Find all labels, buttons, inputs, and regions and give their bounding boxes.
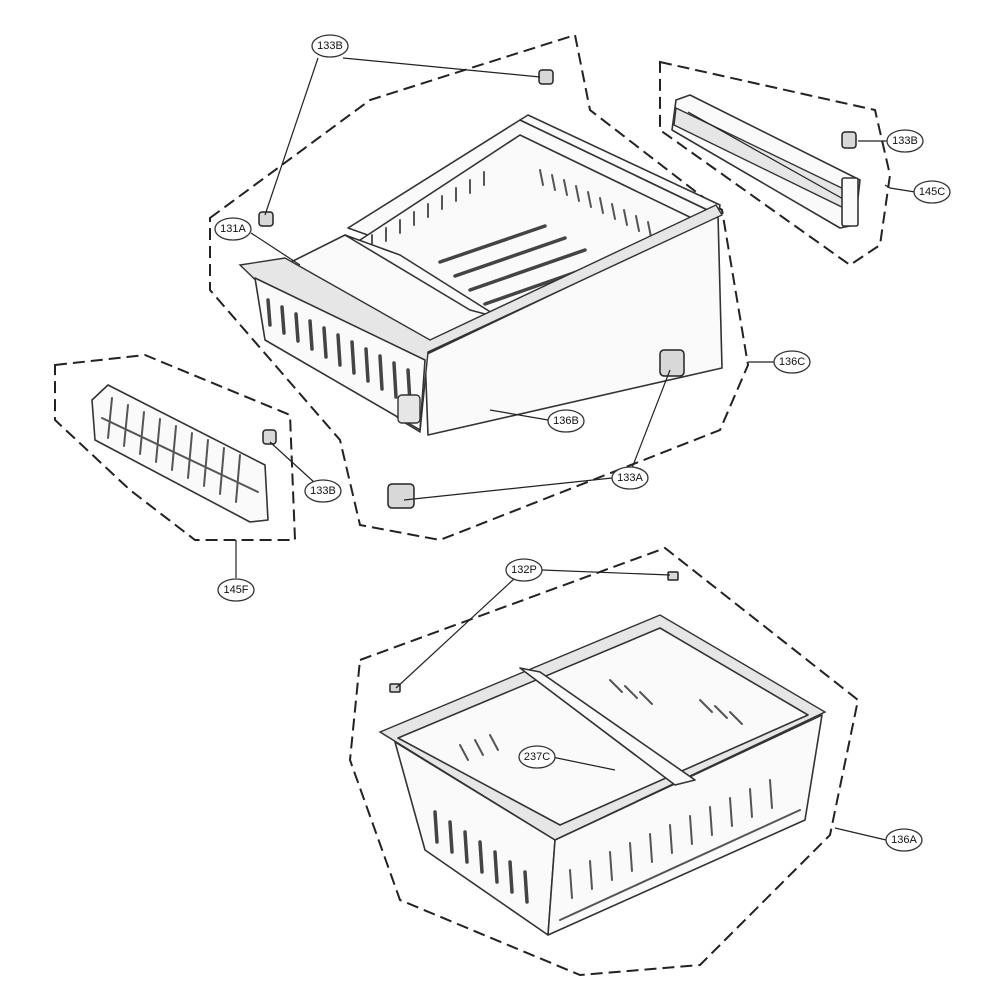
callout-132P: 132P (505, 558, 543, 582)
clip-133B-top (258, 69, 554, 227)
svg-text:133B: 133B (892, 135, 918, 147)
callout-133B-left: 133B (304, 479, 342, 503)
svg-text:132P: 132P (511, 564, 537, 576)
callout-136A: 136A (885, 828, 923, 852)
basket-inner-vents (459, 679, 743, 761)
basket-right-wall (547, 714, 823, 936)
svg-text:145C: 145C (919, 186, 945, 198)
callout-136B: 136B (547, 409, 585, 433)
drawer-side-vents (266, 298, 412, 405)
grille-145F (91, 384, 277, 523)
basket-front-vents (433, 810, 529, 904)
callout-133B-top: 133B (311, 34, 349, 58)
svg-text:237C: 237C (524, 751, 550, 763)
callout-145F: 145F (217, 578, 255, 602)
drawer-back-vents (371, 169, 652, 249)
clip-133A-bottom (387, 483, 415, 509)
pad-132P-right (667, 571, 679, 581)
svg-text:133A: 133A (617, 472, 643, 484)
svg-text:133B: 133B (317, 40, 343, 52)
lower-basket-136A (378, 571, 827, 936)
svg-text:136B: 136B (553, 415, 579, 427)
svg-text:133B: 133B (310, 485, 336, 497)
callout-131A: 131A (214, 217, 252, 241)
callout-237C: 237C (518, 745, 556, 769)
basket-divider (519, 667, 696, 786)
basket-right-vents (559, 779, 801, 921)
leader-lines (235, 57, 916, 841)
upper-drawer-136B (238, 114, 724, 436)
callout-136C: 136C (773, 350, 811, 374)
svg-text:136A: 136A (891, 834, 917, 846)
left-rail-group-outline (54, 353, 297, 541)
svg-text:131A: 131A (220, 223, 246, 235)
rail-145C (671, 94, 861, 229)
callout-133A: 133A (611, 466, 649, 490)
right-rail-group-outline (659, 60, 892, 267)
upper-drawer-group-outline (209, 33, 750, 542)
callout-133B-rail: 133B (886, 129, 924, 153)
svg-text:145F: 145F (223, 584, 248, 596)
callout-145C: 145C (913, 180, 951, 204)
grille-slats (101, 397, 259, 503)
svg-text:136C: 136C (779, 356, 805, 368)
clip-133A-right (659, 349, 685, 377)
lower-basket-group-outline (348, 546, 860, 977)
